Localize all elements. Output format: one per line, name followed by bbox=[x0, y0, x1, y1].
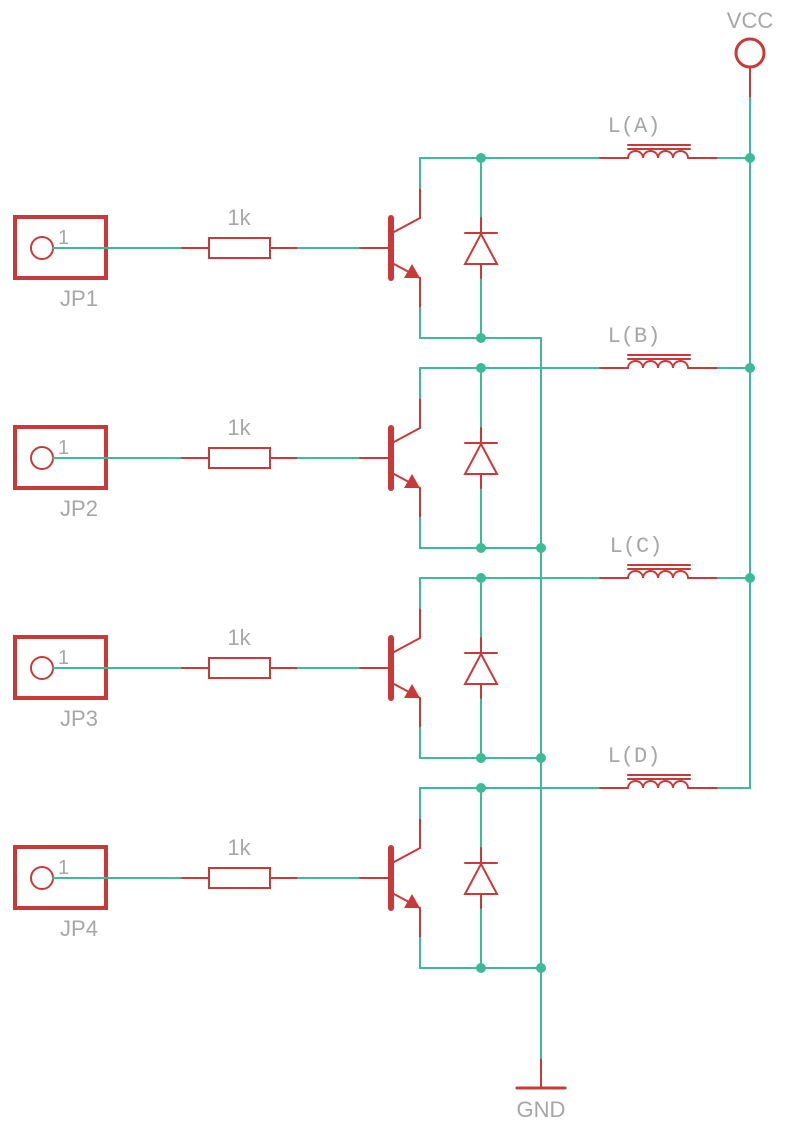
resistor-value: 1k bbox=[227, 625, 251, 650]
base-resistor bbox=[208, 867, 271, 889]
gnd-symbol: GND bbox=[515, 1057, 567, 1122]
resistor-value: 1k bbox=[227, 415, 251, 440]
pad-1 bbox=[30, 446, 54, 470]
npn-transistor bbox=[388, 397, 421, 519]
driver-stage-1: 1 JP1 1k bbox=[13, 114, 755, 343]
coil-label: L(C) bbox=[610, 534, 663, 559]
vcc-symbol: VCC bbox=[727, 8, 774, 99]
connector-label: JP4 bbox=[60, 916, 98, 941]
connector-label: JP3 bbox=[60, 706, 98, 731]
pad-1 bbox=[30, 236, 54, 260]
vcc-label: VCC bbox=[727, 8, 774, 33]
resistor-value: 1k bbox=[227, 205, 251, 230]
pin-number: 1 bbox=[58, 227, 69, 249]
coil-label: L(B) bbox=[608, 324, 661, 349]
relay-coil bbox=[627, 564, 691, 579]
connector-label: JP1 bbox=[60, 286, 98, 311]
base-resistor bbox=[208, 237, 271, 259]
flyback-diode bbox=[463, 427, 499, 489]
flyback-diode bbox=[463, 637, 499, 699]
coil-label: L(A) bbox=[608, 114, 661, 139]
pin-number: 1 bbox=[58, 437, 69, 459]
pin-number: 1 bbox=[58, 857, 69, 879]
pad-1 bbox=[30, 656, 54, 680]
relay-coil bbox=[627, 774, 691, 789]
flyback-diode bbox=[463, 217, 499, 279]
resistor-value: 1k bbox=[227, 835, 251, 860]
driver-stage-3: 1 JP3 1k bbox=[13, 534, 755, 763]
npn-transistor bbox=[388, 817, 421, 939]
coil-label: L(D) bbox=[608, 744, 661, 769]
pad-1 bbox=[30, 866, 54, 890]
pin-number: 1 bbox=[58, 647, 69, 669]
base-resistor bbox=[208, 657, 271, 679]
flyback-diode bbox=[463, 847, 499, 909]
npn-transistor bbox=[388, 187, 421, 309]
npn-transistor bbox=[388, 607, 421, 729]
driver-stage-4: 1 JP4 1k bbox=[13, 744, 751, 973]
base-resistor bbox=[208, 447, 271, 469]
relay-coil bbox=[627, 354, 691, 369]
connector-label: JP2 bbox=[60, 496, 98, 521]
gnd-label: GND bbox=[517, 1097, 566, 1122]
relay-coil bbox=[627, 144, 691, 159]
driver-stage-2: 1 JP2 1k bbox=[13, 324, 755, 553]
